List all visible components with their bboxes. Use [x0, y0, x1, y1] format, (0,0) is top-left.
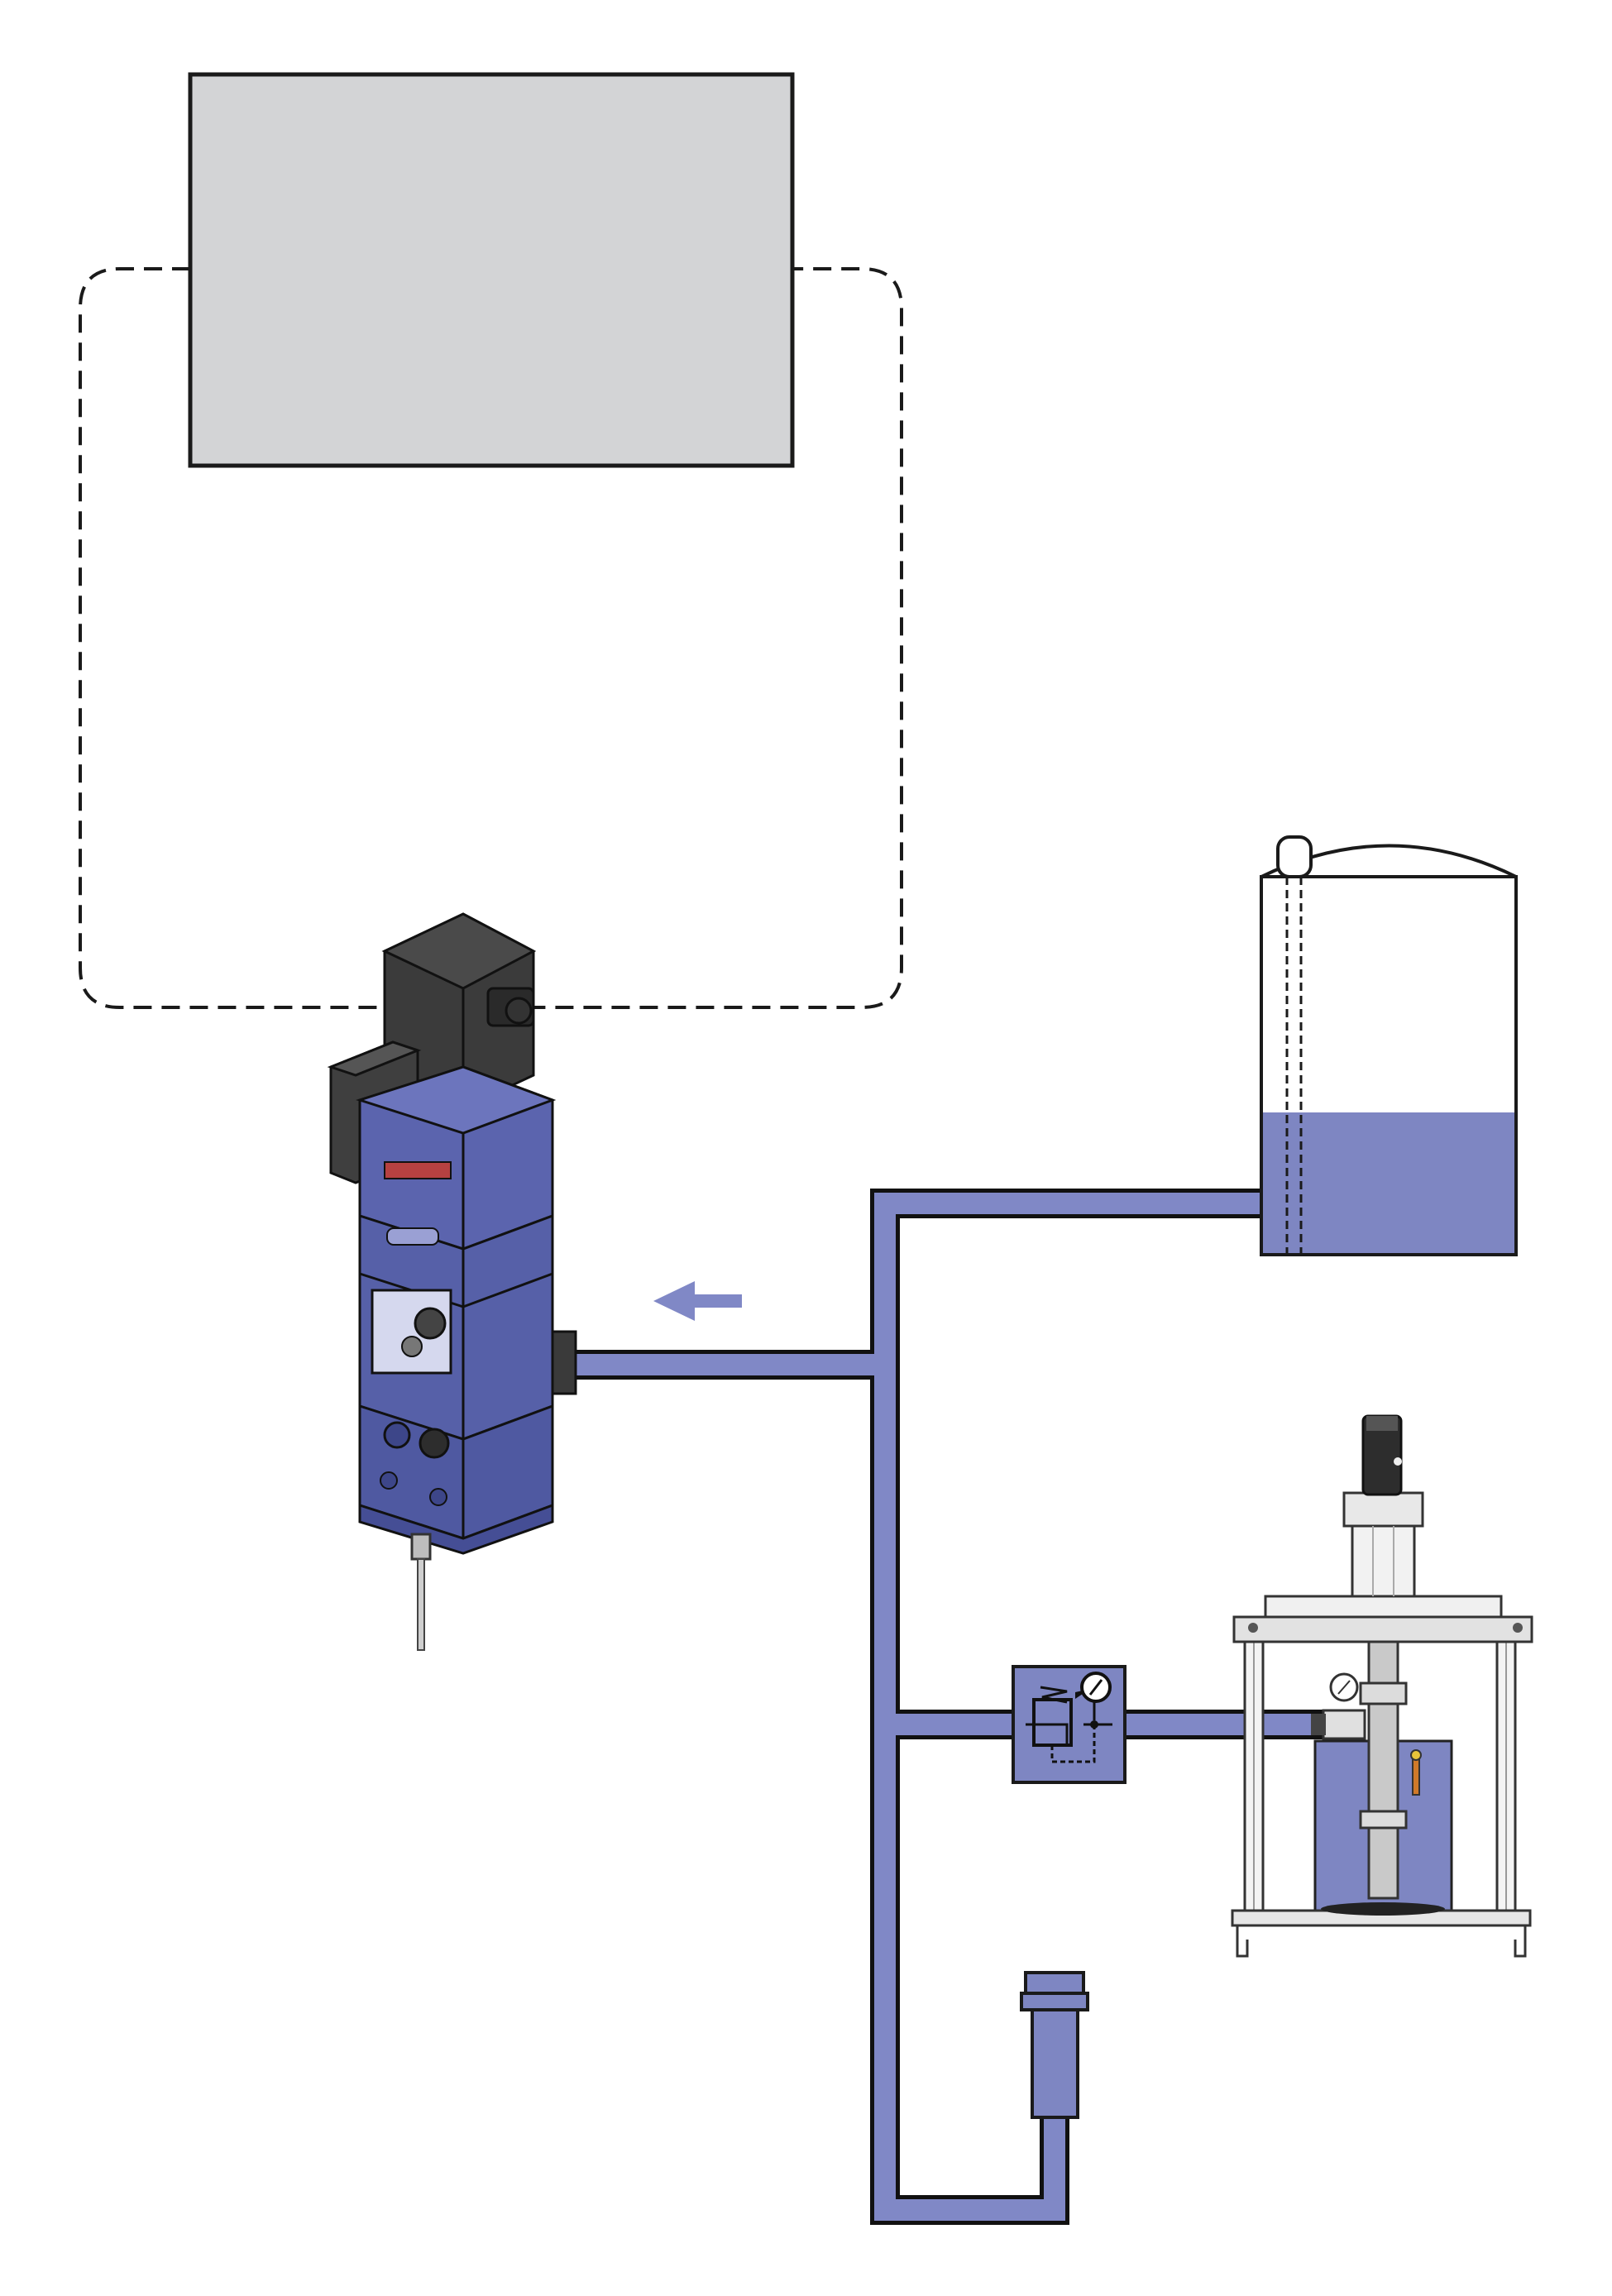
tank-cap-icon — [1276, 835, 1313, 878]
controller-box — [188, 72, 795, 468]
fluid-lines — [571, 1189, 1336, 2225]
drum-pump-station — [1231, 1414, 1533, 1958]
flow-direction-arrow — [653, 1281, 742, 1321]
pressure-regulator — [1012, 1665, 1126, 1784]
cable-loop — [79, 267, 903, 1009]
dispensing-valve — [327, 912, 577, 1651]
material-tank — [1260, 835, 1518, 1256]
filter-cartridge — [1020, 1971, 1089, 2119]
